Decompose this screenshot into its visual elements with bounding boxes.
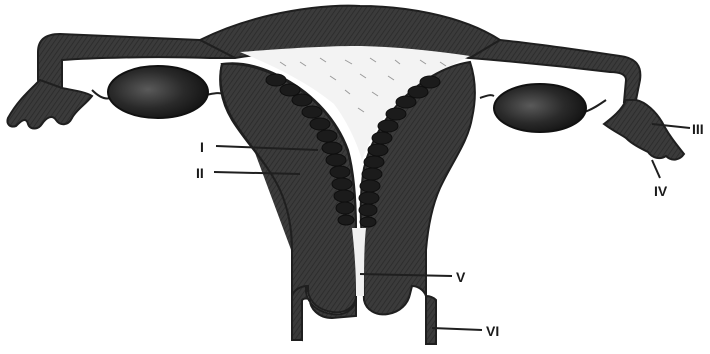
right-ovary (494, 84, 586, 132)
label-iii: III (692, 121, 704, 137)
leader-line-vi (432, 328, 482, 330)
label-vi: VI (486, 323, 499, 339)
label-i: I (200, 139, 204, 155)
label-v: V (456, 269, 466, 285)
leader-line-iv (652, 160, 660, 178)
label-ii: II (196, 165, 204, 181)
right-fimbriae (604, 100, 684, 160)
right-cervix-stalk (426, 296, 436, 344)
left-cervix-stalk (292, 296, 302, 340)
label-iv: IV (654, 183, 668, 199)
left-ovary (108, 66, 208, 118)
left-fimbriae (7, 80, 92, 129)
